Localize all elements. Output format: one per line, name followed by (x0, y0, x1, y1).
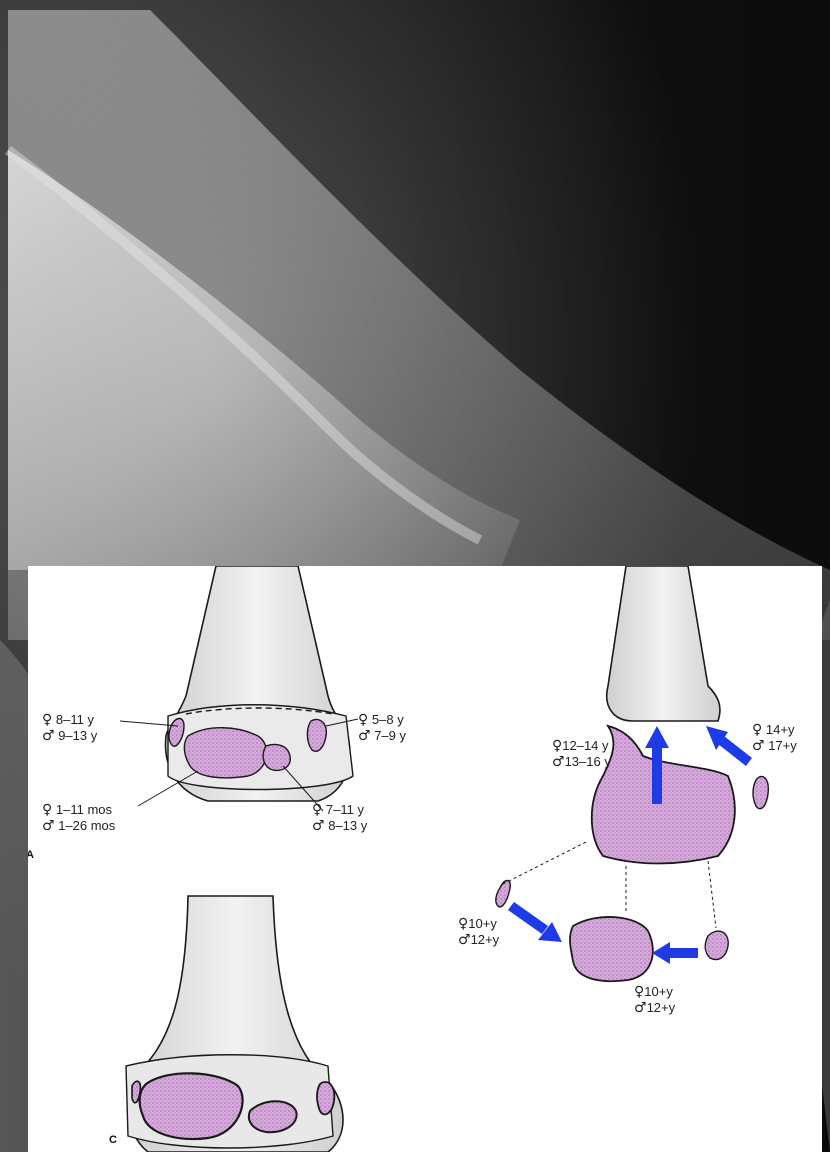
label-b-lateral: ♀10+y ♂12+y (458, 916, 499, 948)
panel-letter-c: C (109, 1134, 117, 1146)
male-symbol: ♂ (312, 818, 325, 834)
label-b-trochlear: ♀10+y ♂12+y (634, 984, 675, 1016)
panel-letter-a: A (28, 849, 34, 861)
label-a-lower-right: ♀ 7–11 y ♂ 8–13 y (312, 802, 367, 834)
female-symbol: ♀ (358, 712, 368, 728)
female-symbol: ♀ (634, 984, 644, 1000)
male-symbol: ♂ (634, 1000, 647, 1016)
female-symbol: ♀ (458, 916, 468, 932)
arrow-up-left-icon (706, 726, 752, 766)
arrow-down-right-icon (508, 902, 562, 942)
male-symbol: ♂ (42, 728, 55, 744)
figure-b-exploded-view (496, 566, 768, 981)
female-symbol: ♀ (42, 712, 52, 728)
label-a-upper-left: ♀ 8–11 y ♂ 9–13 y (42, 712, 97, 744)
label-a-upper-right: ♀ 5–8 y ♂ 7–9 y (358, 712, 406, 744)
female-symbol: ♀ (552, 738, 562, 754)
label-a-lower-left: ♀ 1–11 mos ♂ 1–26 mos (42, 802, 115, 834)
arrow-left-icon (652, 942, 698, 964)
male-symbol: ♂ (752, 738, 765, 754)
female-symbol: ♀ (752, 722, 762, 738)
male-symbol: ♂ (458, 932, 471, 948)
label-b-top-fusion: ♀12–14 y ♂13–16 y (552, 738, 611, 770)
male-symbol: ♂ (552, 754, 565, 770)
figure-a-humerus (120, 566, 358, 811)
female-symbol: ♀ (312, 802, 322, 818)
ossification-diagram-panel: A C ♀ 8–11 y ♂ 9–13 y ♀ 5–8 y ♂ 7–9 y ♀ … (28, 566, 822, 1152)
diagram-drawing (28, 566, 822, 1152)
figure-c-humerus (126, 896, 343, 1152)
male-symbol: ♂ (42, 818, 55, 834)
male-symbol: ♂ (358, 728, 371, 744)
female-symbol: ♀ (42, 802, 52, 818)
label-b-medial: ♀ 14+y ♂ 17+y (752, 722, 797, 754)
